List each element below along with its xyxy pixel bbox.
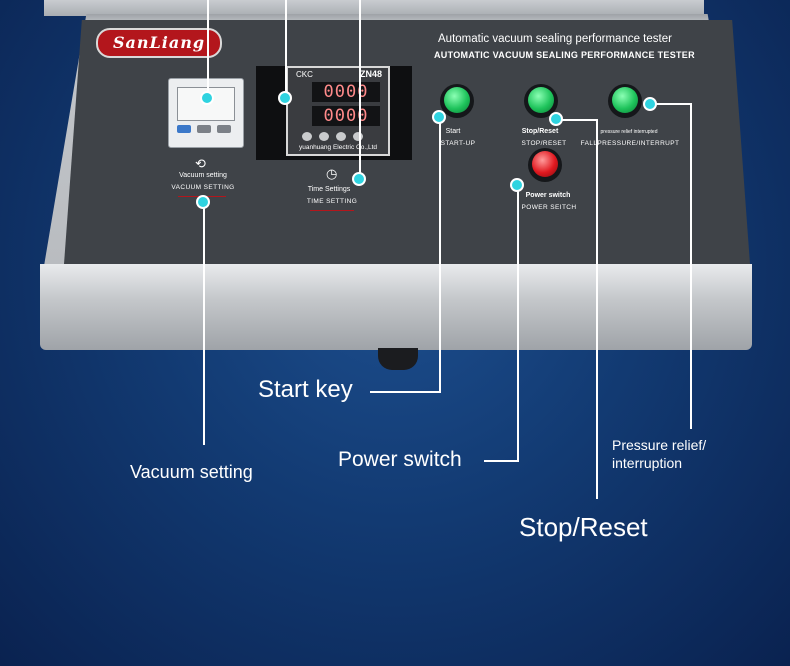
power-leader-hline — [484, 460, 519, 462]
machine-title: Automatic vacuum sealing performance tes… — [438, 33, 672, 45]
gauge-key-2[interactable] — [197, 125, 211, 133]
relief-leader-line — [690, 103, 692, 429]
vacuum-gauge[interactable] — [168, 78, 244, 148]
vacuum-setting-leader-line — [203, 202, 205, 445]
time-relay[interactable]: CKC ZN48 0000 0000 yuanhuang Electric Co… — [286, 66, 390, 156]
gauge-key-1[interactable] — [177, 125, 191, 133]
stop-reset-button[interactable] — [524, 84, 558, 118]
start-leader-hline — [370, 391, 441, 393]
pressure-relief-label: pressure relief interrupted — [600, 129, 658, 135]
vacuum-setting-callout-dot — [196, 195, 210, 209]
power-switch-label-en: POWER SEITCH — [521, 204, 577, 211]
pressure-relief-callout-1: Pressure relief/ — [612, 437, 707, 453]
stop-callout-dot — [549, 112, 563, 126]
pressure-relief-label-en: FALLPRESSURE/INTERRUPT — [580, 140, 680, 147]
vacuum-setting-callout: Vacuum setting — [130, 462, 253, 482]
time-setting-leader-line — [359, 0, 361, 178]
timer-maker: yuanhuang Electric Co.,Ltd — [298, 144, 378, 151]
power-leader-line — [517, 184, 519, 462]
timer-display-bottom: 0000 — [312, 106, 380, 126]
time-setting-label-en: TIME SETTING — [306, 198, 358, 205]
vacuum-setting-label-en: VACUUM SETTING — [171, 184, 235, 191]
machine-title-caps: AUTOMATIC VACUUM SEALING PERFORMANCE TES… — [434, 50, 695, 60]
start-label: Start — [445, 128, 461, 135]
time-setting-icon: ◷ — [326, 166, 338, 181]
timer-keys[interactable] — [302, 128, 376, 141]
timer-model: ZN48 — [359, 69, 382, 79]
gauge-leader-line — [207, 0, 209, 98]
vacuum-setting-icon: ⟲ — [195, 156, 206, 171]
power-callout-dot — [510, 178, 524, 192]
timer-brand: CKC — [296, 70, 313, 79]
stop-reset-label-en: STOP/RESET — [521, 140, 567, 147]
relief-callout-dot — [643, 97, 657, 111]
start-leader-line — [439, 117, 441, 393]
time-setting-callout-dot — [352, 172, 366, 186]
start-key-callout: Start key — [258, 376, 353, 403]
start-label-en: START-UP — [440, 140, 476, 147]
power-switch-label: Power switch — [525, 192, 571, 199]
stop-leader-line — [596, 119, 598, 499]
power-switch-callout: Power switch — [338, 448, 462, 471]
machine-front-band — [40, 264, 752, 350]
stop-reset-callout: Stop/Reset — [519, 512, 648, 542]
stop-leader-hline — [556, 119, 596, 121]
time-setting-underline — [310, 210, 354, 211]
time-setting-label: Time Settings — [307, 186, 351, 193]
machine-top-edge — [44, 0, 704, 16]
brand-logo: SanLiang — [96, 28, 222, 58]
start-callout-dot — [432, 110, 446, 124]
relief-leader-hline — [650, 103, 691, 105]
vacuum-setting-label: Vacuum setting — [179, 172, 227, 179]
gauge-key-3[interactable] — [217, 125, 231, 133]
power-switch-button[interactable] — [528, 148, 562, 182]
start-button[interactable] — [440, 84, 474, 118]
pressure-relief-button[interactable] — [608, 84, 642, 118]
timer-display-top: 0000 — [312, 82, 380, 102]
gauge-callout-dot — [200, 91, 214, 105]
timer-leader-line — [285, 0, 287, 97]
stop-reset-label: Stop/Reset — [521, 128, 559, 135]
pressure-relief-callout-2: interruption — [612, 455, 683, 471]
timer-callout-dot — [278, 91, 292, 105]
machine-foot — [378, 348, 418, 370]
